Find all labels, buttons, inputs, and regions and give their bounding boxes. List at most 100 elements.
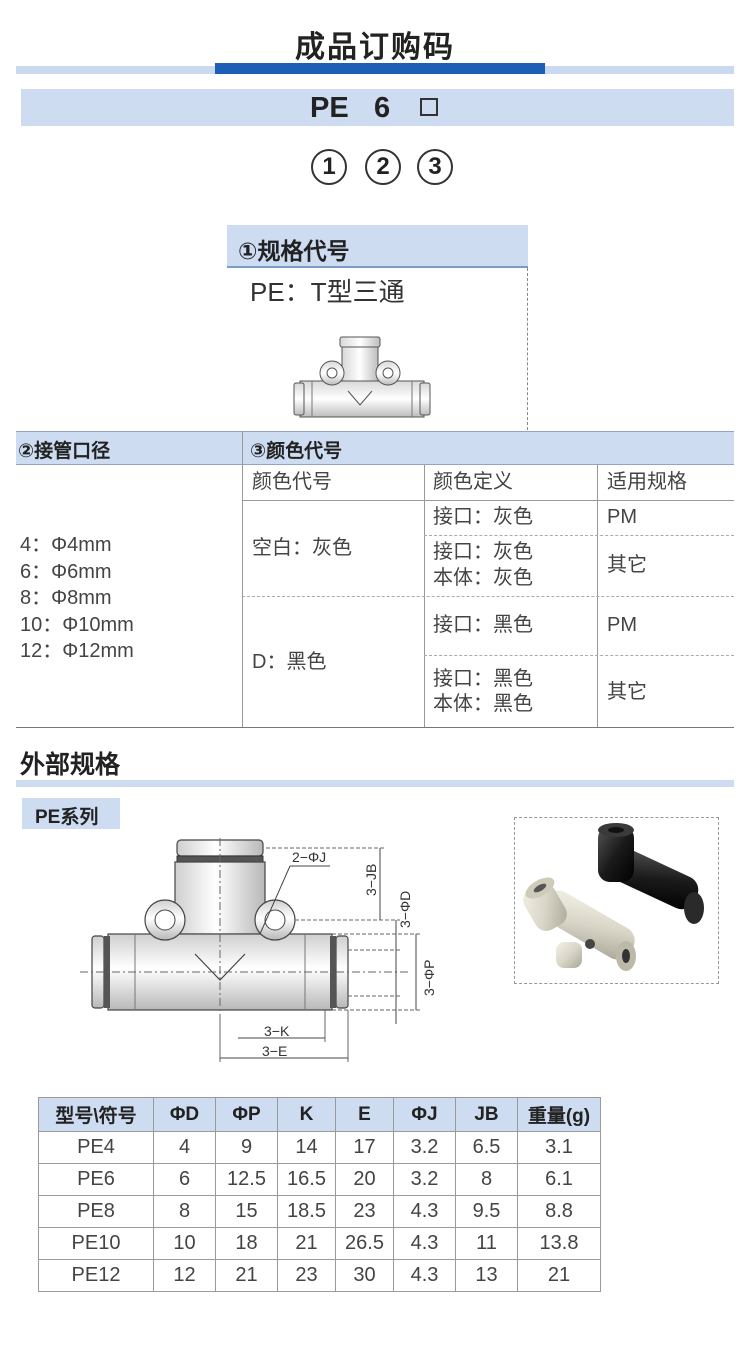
order-code-size: 6 xyxy=(374,92,391,124)
color-col-header-spec: 适用规格 xyxy=(607,471,687,493)
table-cell: 10 xyxy=(153,1227,216,1260)
table-cell: 11 xyxy=(455,1227,518,1260)
table-cell: 14 xyxy=(277,1131,336,1164)
dimension-drawing: 2−ΦJ 3−K 3−E 3−JB 3−ΦD 3−ΦP xyxy=(80,838,437,1062)
product-photo xyxy=(523,823,704,971)
table-cell: 4.3 xyxy=(393,1195,456,1228)
table-cell: 17 xyxy=(335,1131,394,1164)
table-cell: 26.5 xyxy=(335,1227,394,1260)
color-code-gray: 空白：灰色 xyxy=(252,537,352,559)
row-divider xyxy=(424,655,734,656)
table-header-cell: JB xyxy=(455,1097,518,1132)
color-code-black: D：黑色 xyxy=(252,651,327,673)
bore-size-title: ②接管口径 xyxy=(18,441,111,462)
table-cell: 30 xyxy=(335,1259,394,1292)
color-spec: PM xyxy=(607,506,637,528)
bore-size-list: 4：Φ4mm 6：Φ6mm 8：Φ8mm 10：Φ10mm 12：Φ12mm xyxy=(20,532,134,665)
series-label: PE系列 xyxy=(35,807,99,828)
color-definition: 本体：灰色 xyxy=(433,567,533,589)
list-item: 10：Φ10mm xyxy=(20,613,134,636)
dim-label-p: 3−ΦP xyxy=(421,960,437,996)
table-cell: PE10 xyxy=(38,1227,154,1260)
table-cell: 9 xyxy=(215,1131,278,1164)
series-tag xyxy=(22,798,120,829)
gray-tee-photo xyxy=(523,877,636,971)
circle-number-1: 1 xyxy=(311,149,347,185)
table-cell: PE8 xyxy=(38,1195,154,1228)
order-code-prefix: PE xyxy=(310,92,349,124)
table-cell: 8 xyxy=(455,1163,518,1196)
table-cell: 6.1 xyxy=(517,1163,601,1196)
tee-fitting-icon xyxy=(293,336,431,418)
title-rule-accent xyxy=(215,63,545,74)
table-cell: 6 xyxy=(153,1163,216,1196)
color-definition: 接口：灰色 xyxy=(433,506,533,528)
page-title: 成品订购码 xyxy=(295,31,455,64)
color-subheader-rule xyxy=(242,500,734,501)
color-definition: 接口：黑色 xyxy=(433,614,533,636)
spec-code-value: PE：T型三通 xyxy=(250,277,405,307)
dashed-divider xyxy=(527,268,528,430)
circle-number-3: 3 xyxy=(417,149,453,185)
table-header-row: 型号\符号 ΦD ΦP K E ΦJ JB 重量(g) xyxy=(38,1097,601,1132)
table-cell: 3.2 xyxy=(393,1163,456,1196)
group-divider xyxy=(242,596,734,597)
table-cell: 13 xyxy=(455,1259,518,1292)
table-cell: 12 xyxy=(153,1259,216,1292)
color-col-header-definition: 颜色定义 xyxy=(433,471,513,493)
table-cell: 9.5 xyxy=(455,1195,518,1228)
table-cell: 21 xyxy=(517,1259,601,1292)
column-divider-main xyxy=(242,431,243,728)
table-cell: 3.2 xyxy=(393,1131,456,1164)
bore-color-table-header xyxy=(16,431,734,465)
color-definition: 接口：灰色 xyxy=(433,541,533,563)
table-bottom-rule xyxy=(16,727,734,728)
table-cell: PE12 xyxy=(38,1259,154,1292)
table-header-cell: E xyxy=(335,1097,394,1132)
table-cell: 8.8 xyxy=(517,1195,601,1228)
table-cell: 16.5 xyxy=(277,1163,336,1196)
table-cell: 4.3 xyxy=(393,1259,456,1292)
table-cell: 8 xyxy=(153,1195,216,1228)
table-cell: PE6 xyxy=(38,1163,154,1196)
table-cell: 13.8 xyxy=(517,1227,601,1260)
color-definition: 接口：黑色 xyxy=(433,668,533,690)
table-header-cell: ΦJ xyxy=(393,1097,456,1132)
list-item: 8：Φ8mm xyxy=(20,587,112,609)
color-code-title: ③颜色代号 xyxy=(250,441,343,462)
external-spec-rule xyxy=(16,780,734,787)
table-cell: 18 xyxy=(215,1227,278,1260)
product-photo-frame xyxy=(514,817,719,984)
table-cell: 6.5 xyxy=(455,1131,518,1164)
color-definition: 本体：黑色 xyxy=(433,693,533,715)
row-divider xyxy=(424,535,734,536)
table-cell: 4 xyxy=(153,1131,216,1164)
color-spec: 其它 xyxy=(607,681,647,703)
table-header-cell: 重量(g) xyxy=(517,1097,601,1132)
spec-code-title: ①规格代号 xyxy=(238,238,350,264)
color-spec: PM xyxy=(607,614,637,636)
table-header-cell: 型号\符号 xyxy=(38,1097,154,1132)
order-code-color-placeholder xyxy=(420,98,438,116)
dim-label-jb: 3−JB xyxy=(363,864,379,896)
table-cell: 21 xyxy=(215,1259,278,1292)
list-item: 12：Φ12mm xyxy=(20,640,134,662)
dim-label-e: 3−E xyxy=(262,1043,287,1059)
table-header-cell: ΦD xyxy=(153,1097,216,1132)
list-item: 4：Φ4mm xyxy=(20,534,112,556)
spec-code-header xyxy=(227,225,528,268)
table-cell: 23 xyxy=(335,1195,394,1228)
circle-number-2: 2 xyxy=(365,149,401,185)
color-spec: 其它 xyxy=(607,554,647,576)
table-cell: PE4 xyxy=(38,1131,154,1164)
table-cell: 23 xyxy=(277,1259,336,1292)
dim-label-j: 2−ΦJ xyxy=(292,849,326,865)
table-header-cell: K xyxy=(277,1097,336,1132)
table-cell: 12.5 xyxy=(215,1163,278,1196)
